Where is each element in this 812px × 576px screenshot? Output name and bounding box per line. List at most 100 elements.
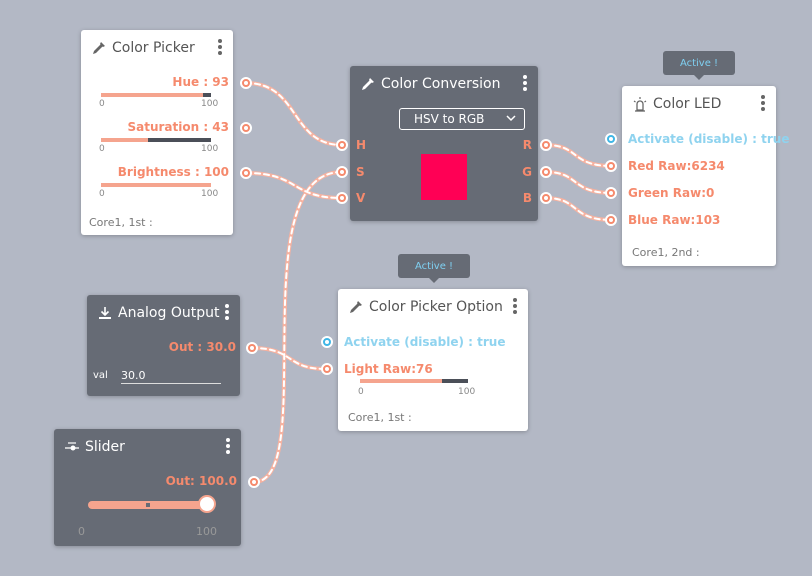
- chevron-down-icon: [506, 115, 516, 122]
- wire-b-blue: [544, 196, 614, 222]
- hue-track[interactable]: [101, 93, 211, 97]
- red-raw-label: Red Raw:6234: [628, 159, 725, 173]
- active-tooltip: Active !: [663, 51, 735, 80]
- conversion-mode-select[interactable]: HSV to RGB: [399, 108, 525, 130]
- wire-analog-light: [250, 346, 328, 371]
- val-label: val: [93, 370, 108, 381]
- light-raw-fill: [360, 379, 443, 383]
- active-tooltip: Active !: [398, 254, 470, 283]
- wire-r-red: [544, 143, 614, 168]
- green-raw-label: Green Raw:0: [628, 186, 715, 200]
- slider-max: 100: [196, 525, 217, 538]
- input-h-label: H: [356, 138, 367, 152]
- eyedropper-icon: [348, 299, 364, 315]
- saturation-max: 100: [201, 144, 219, 154]
- brightness-label: Brightness : 100: [117, 165, 229, 179]
- v-input-port[interactable]: [336, 192, 348, 204]
- slider-min: 0: [78, 525, 85, 538]
- analog-out-port[interactable]: [246, 342, 258, 354]
- node-header[interactable]: Color LED: [622, 86, 776, 122]
- activate-input-port[interactable]: [605, 133, 617, 145]
- val-input[interactable]: 30.0: [121, 369, 221, 384]
- node-title: Slider: [85, 439, 125, 455]
- r-output-port[interactable]: [540, 139, 552, 151]
- node-header[interactable]: Slider: [54, 429, 241, 465]
- color-picker-node[interactable]: Color Picker Hue : 93 0 100 Saturation :…: [81, 30, 233, 235]
- slider-midpoint: [146, 503, 150, 507]
- kebab-menu-icon[interactable]: [512, 298, 518, 316]
- saturation-label: Saturation : 43: [127, 120, 229, 134]
- wire-slider-s: [252, 170, 344, 484]
- eyedropper-icon: [91, 40, 107, 56]
- saturation-fill: [101, 138, 149, 142]
- brightness-min: 0: [99, 189, 105, 199]
- light-raw-label: Light Raw:76: [344, 362, 433, 376]
- wire-hue-h: [244, 81, 344, 147]
- color-conversion-node[interactable]: Color Conversion HSV to RGB H S V R G B: [350, 66, 538, 221]
- node-title: Color Picker: [112, 40, 195, 56]
- hue-output-port[interactable]: [240, 77, 252, 89]
- input-v-label: V: [356, 191, 366, 205]
- brightness-fill: [101, 183, 211, 187]
- output-g-label: G: [522, 165, 532, 179]
- light-input-port[interactable]: [321, 363, 333, 375]
- s-input-port[interactable]: [336, 166, 348, 178]
- saturation-track[interactable]: [101, 138, 211, 142]
- green-input-port[interactable]: [605, 187, 617, 199]
- led-light-icon: [632, 96, 648, 112]
- slider-handle[interactable]: [198, 495, 216, 513]
- out-label: Out: 100.0: [165, 474, 237, 488]
- node-title: Color LED: [653, 96, 722, 112]
- download-icon: [97, 305, 113, 321]
- node-header[interactable]: Color Picker Option: [338, 289, 528, 325]
- light-raw-track: [360, 379, 468, 383]
- node-title: Color Picker Option: [369, 299, 503, 315]
- brightness-track[interactable]: [101, 183, 211, 187]
- hue-fill: [101, 93, 204, 97]
- g-output-port[interactable]: [540, 166, 552, 178]
- kebab-menu-icon[interactable]: [522, 75, 528, 93]
- b-output-port[interactable]: [540, 192, 552, 204]
- node-header[interactable]: Analog Output: [87, 295, 240, 331]
- color-picker-option-node[interactable]: Color Picker Option Activate (disable) :…: [338, 289, 528, 431]
- blue-raw-label: Blue Raw:103: [628, 213, 721, 227]
- slider-out-port[interactable]: [248, 476, 260, 488]
- node-footer: Core1, 1st :: [348, 411, 412, 424]
- wire-g-green: [544, 170, 614, 195]
- slider-node[interactable]: Slider Out: 100.0 0 100: [54, 429, 241, 546]
- slider-icon: [64, 439, 80, 455]
- light-max: 100: [458, 387, 476, 397]
- input-s-label: S: [356, 165, 365, 179]
- saturation-min: 0: [99, 144, 105, 154]
- color-led-node[interactable]: Color LED Activate (disable) : true Red …: [622, 86, 789, 266]
- node-footer: Core1, 1st :: [89, 216, 153, 229]
- analog-output-node[interactable]: Analog Output Out : 30.0 val 30.0: [87, 295, 240, 396]
- activate-input-port[interactable]: [321, 336, 333, 348]
- hue-min: 0: [99, 99, 105, 109]
- color-preview-swatch: [421, 154, 467, 200]
- kebab-menu-icon[interactable]: [225, 438, 231, 456]
- out-label: Out : 30.0: [168, 340, 236, 354]
- hue-max: 100: [201, 99, 219, 109]
- output-r-label: R: [522, 138, 532, 152]
- kebab-menu-icon[interactable]: [217, 39, 223, 57]
- node-title: Color Conversion: [381, 76, 501, 92]
- activate-label: Activate (disable) : true: [344, 335, 506, 349]
- activate-label: Activate (disable) : true: [628, 132, 790, 146]
- light-min: 0: [358, 387, 364, 397]
- node-title: Analog Output: [118, 305, 220, 321]
- saturation-output-port[interactable]: [240, 122, 252, 134]
- conversion-mode-value: HSV to RGB: [414, 112, 485, 126]
- node-header[interactable]: Color Conversion: [350, 66, 538, 102]
- blue-input-port[interactable]: [605, 214, 617, 226]
- kebab-menu-icon[interactable]: [760, 95, 766, 113]
- node-header[interactable]: Color Picker: [81, 30, 233, 66]
- eyedropper-icon: [360, 76, 376, 92]
- brightness-output-port[interactable]: [240, 167, 252, 179]
- kebab-menu-icon[interactable]: [224, 304, 230, 322]
- red-input-port[interactable]: [605, 160, 617, 172]
- node-footer: Core1, 2nd :: [632, 246, 700, 259]
- h-input-port[interactable]: [336, 139, 348, 151]
- output-b-label: B: [522, 191, 532, 205]
- brightness-max: 100: [201, 189, 219, 199]
